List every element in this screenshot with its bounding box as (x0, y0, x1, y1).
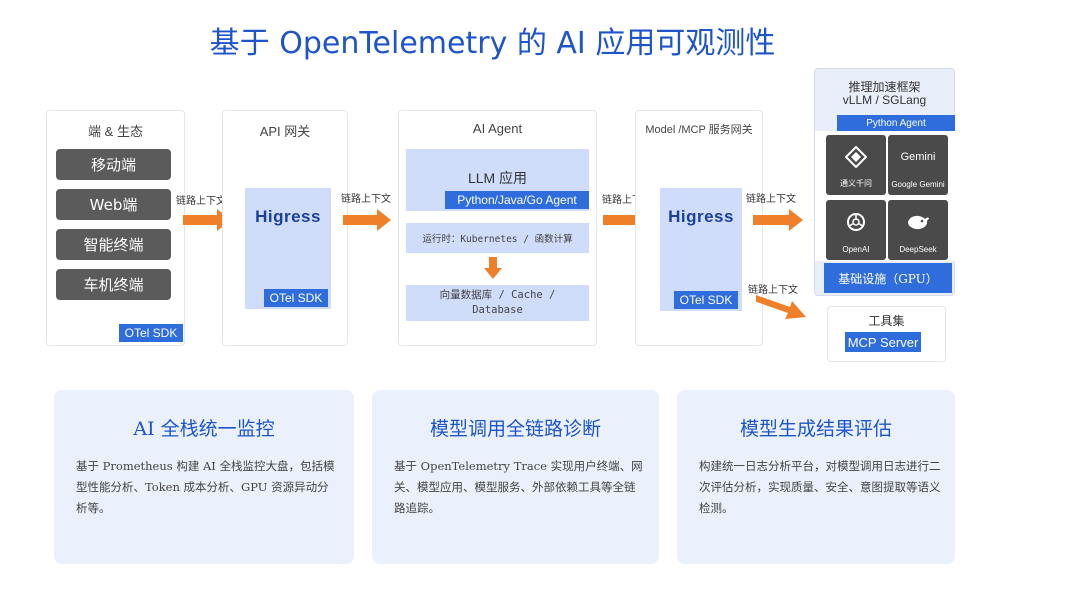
card-monitoring: AI 全栈统一监控 基于 Prometheus 构建 AI 全栈监控大盘，包括模… (54, 390, 354, 564)
model-openai-name: OpenAI (842, 245, 870, 254)
context-arrow-2 (343, 209, 391, 231)
model-tongyi: 通义千问 (826, 135, 886, 195)
client-web: Web端 (56, 189, 171, 220)
ai-agent-label: AI Agent (472, 121, 523, 136)
deepseek-icon (888, 210, 948, 234)
card-evaluation-body: 构建统一日志分析平台，对模型调用日志进行二次评估分析，实现质量、安全、意图提取等… (699, 459, 941, 515)
mcp-gateway-box: Higress OTel SDK (660, 188, 742, 311)
llm-app-box: LLM 应用 Python/Java/Go Agent (406, 149, 589, 211)
mcp-gateway-label: Model /MCP 服务网关 (645, 124, 753, 136)
mcp-server-tag: MCP Server (845, 332, 921, 352)
higress-logo-2: Higress (668, 207, 734, 226)
client-car-terminal: 车机终端 (56, 269, 171, 300)
client-smart-terminal: 智能终端 (56, 229, 171, 260)
python-agent-tag: Python Agent (837, 115, 955, 131)
model-gemini-name: Google Gemini (891, 180, 945, 189)
ai-agent-panel: AI Agent LLM 应用 Python/Java/Go Agent 运行时… (398, 110, 597, 346)
client-panel-label: 端 & 生态 (88, 124, 143, 139)
gpu-infra-tag: 基础设施（GPU） (824, 263, 952, 293)
inference-panel: 推理加速框架 vLLM / SGLang Python Agent 通义千问 G… (814, 68, 956, 296)
card-evaluation-title: 模型生成结果评估 (739, 418, 892, 440)
arrow-label-1: 链路上下文 (176, 196, 226, 207)
gemini-icon: Gemini (900, 151, 936, 163)
model-deepseek-name: DeepSeek (899, 245, 937, 254)
context-arrow-4 (753, 209, 803, 231)
arrow-label-5: 链路上下文 (748, 285, 798, 296)
inference-label-1: 推理加速框架 (848, 80, 921, 94)
agent-lang-tag: Python/Java/Go Agent (445, 191, 589, 209)
runtime-box: 运行时：Kubernetes / 函数计算 (406, 223, 589, 253)
runtime-to-storage-arrow (484, 257, 502, 279)
card-tracing-body: 基于 OpenTelemetry Trace 实现用户终端、网关、模型应用、模型… (394, 459, 643, 515)
mcp-gateway-panel: Model /MCP 服务网关 Higress OTel SDK (635, 110, 763, 346)
context-arrow-1 (183, 209, 231, 231)
card-monitoring-title: AI 全栈统一监控 (133, 418, 275, 440)
client-otel-sdk: OTel SDK (119, 324, 183, 342)
llm-app-label: LLM 应用 (467, 170, 528, 186)
arrow-label-3: 链路上下文 (602, 195, 652, 206)
tools-label: 工具集 (868, 314, 905, 328)
higress-logo: Higress (255, 207, 321, 226)
page-title: 基于 OpenTelemetry 的 AI 应用可观测性 (209, 26, 776, 61)
card-monitoring-body: 基于 Prometheus 构建 AI 全栈监控大盘，包括模型性能分析、Toke… (76, 459, 335, 515)
card-evaluation: 模型生成结果评估 构建统一日志分析平台，对模型调用日志进行二次评估分析，实现质量… (677, 390, 955, 564)
client-panel: 端 & 生态 移动端 Web端 智能终端 车机终端 OTel SDK (46, 110, 185, 346)
openai-icon (826, 210, 886, 234)
model-gemini: Gemini Google Gemini (888, 135, 948, 195)
arrow-label-2: 链路上下文 (341, 194, 391, 205)
arrow-label-4: 链路上下文 (746, 194, 796, 205)
api-gateway-box: Higress OTel SDK (245, 188, 331, 309)
inference-label-2: vLLM / SGLang (842, 93, 927, 107)
context-arrow-5 (756, 295, 806, 319)
model-deepseek: DeepSeek (888, 200, 948, 260)
gateway-otel-sdk: OTel SDK (264, 289, 328, 307)
tongyi-icon (826, 145, 886, 169)
api-gateway-label: API 网关 (259, 124, 311, 139)
tools-panel: 工具集 MCP Server (827, 306, 946, 362)
model-openai: OpenAI (826, 200, 886, 260)
storage-box: 向量数据库 / Cache / Database (406, 285, 589, 321)
api-gateway-panel: API 网关 Higress OTel SDK (222, 110, 348, 346)
client-mobile: 移动端 (56, 149, 171, 180)
mcp-otel-sdk: OTel SDK (674, 291, 738, 309)
card-tracing-title: 模型调用全链路诊断 (429, 418, 601, 440)
card-tracing: 模型调用全链路诊断 基于 OpenTelemetry Trace 实现用户终端、… (372, 390, 659, 564)
model-tongyi-name: 通义千问 (840, 179, 872, 188)
